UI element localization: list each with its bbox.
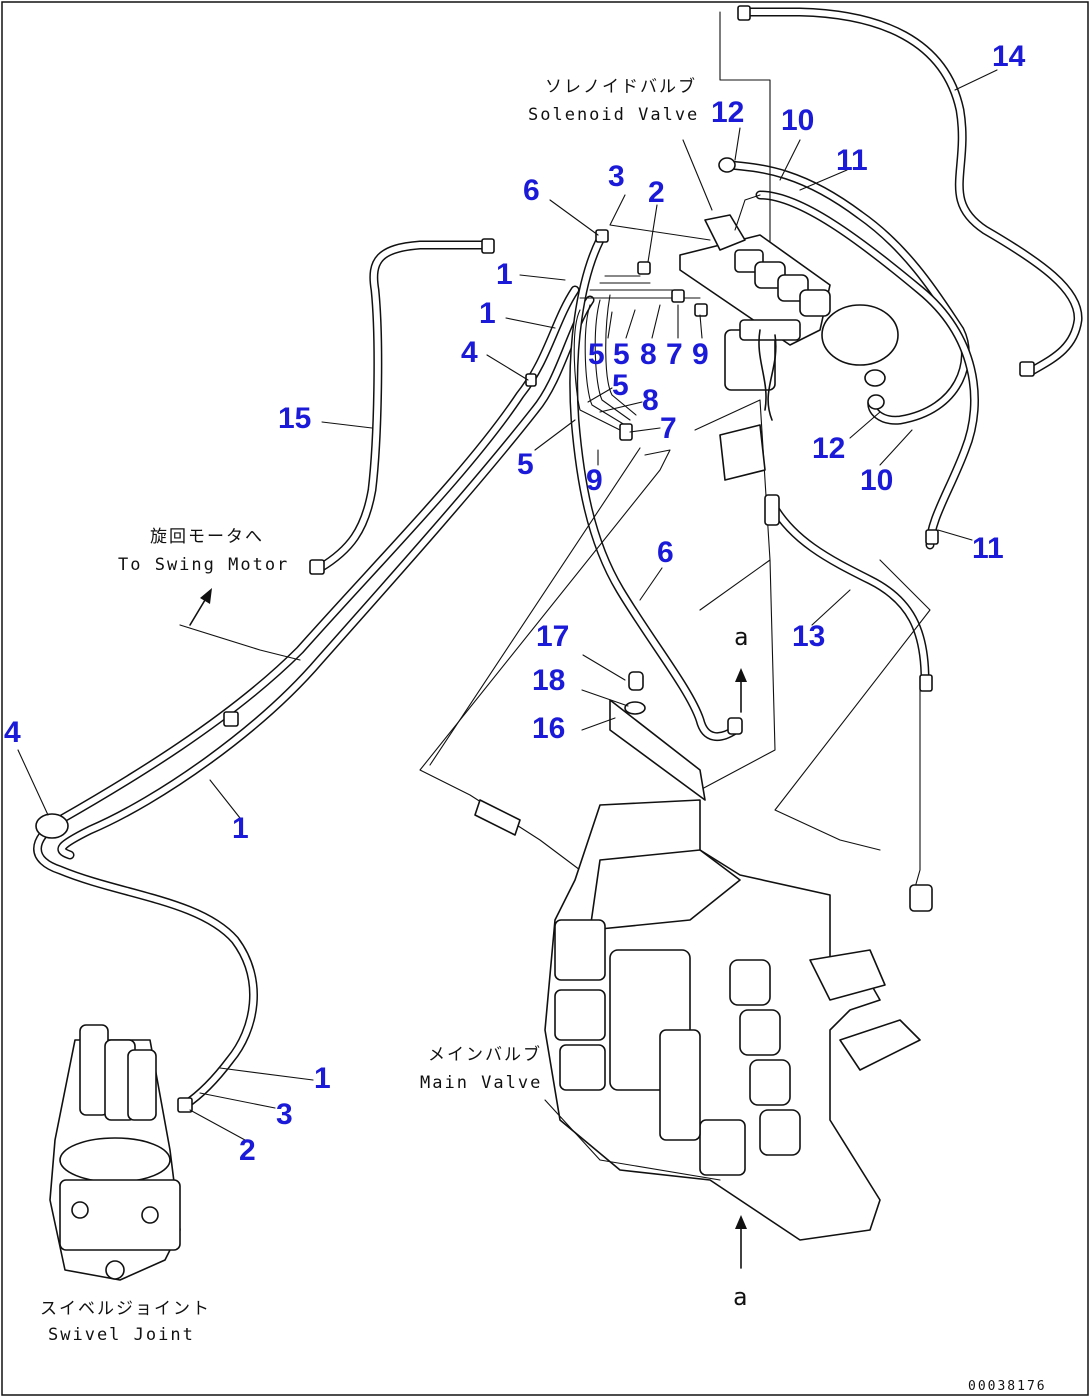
callout-1: 1 — [479, 297, 496, 330]
drawing-number: 00038176 — [968, 1379, 1047, 1394]
main-valve-label-jp: メインバルブ — [428, 1044, 542, 1065]
callout-9: 9 — [692, 338, 709, 371]
callout-4: 4 — [4, 716, 21, 749]
callout-6: 6 — [657, 536, 674, 569]
callout-14: 14 — [992, 40, 1026, 73]
callout-6: 6 — [523, 174, 540, 207]
callout-numbers: 14 12 10 11 6 3 2 1 1 4 5 5 8 7 9 5 8 7 … — [4, 40, 1026, 1167]
callout-1: 1 — [232, 812, 249, 845]
callout-11: 11 — [836, 144, 868, 177]
view-mark-a-top: a — [734, 623, 750, 651]
solenoid-valve-assembly — [679, 194, 899, 526]
callout-10: 10 — [860, 464, 893, 497]
callout-1: 1 — [496, 258, 513, 291]
callout-3: 3 — [276, 1098, 293, 1131]
route-line-main-valve — [419, 449, 671, 871]
callout-18: 18 — [532, 664, 565, 697]
callout-17: 17 — [536, 620, 569, 653]
callout-7: 7 — [660, 412, 677, 445]
callout-5: 5 — [613, 338, 630, 371]
callout-15: 15 — [278, 402, 311, 435]
hose-15 — [315, 240, 493, 573]
callout-1: 1 — [314, 1062, 331, 1095]
swing-motor-label-jp: 旋回モータへ — [150, 527, 264, 547]
callout-10: 10 — [781, 104, 814, 137]
pipe-group-5879 — [573, 309, 621, 431]
solenoid-valve-label-jp: ソレノイドバルブ — [545, 76, 697, 97]
main-valve-label-en: Main Valve — [420, 1073, 542, 1093]
callout-12: 12 — [812, 432, 845, 465]
view-mark-a-bottom: a — [733, 1283, 749, 1311]
swing-motor-label-en: To Swing Motor — [118, 555, 289, 575]
callout-2: 2 — [239, 1134, 256, 1167]
callout-13: 13 — [792, 620, 825, 653]
leader-lines — [17, 69, 998, 1141]
view-arrows — [189, 588, 747, 1269]
fittings — [35, 5, 1035, 1113]
callout-7: 7 — [666, 338, 683, 371]
hose-13 — [765, 495, 930, 685]
solenoid-valve-label-en: Solenoid Valve — [528, 105, 699, 125]
swivel-joint-label-jp: スイベルジョイント — [40, 1299, 211, 1319]
callout-12: 12 — [711, 96, 744, 129]
main-valve — [544, 699, 921, 1241]
callout-9: 9 — [586, 464, 603, 497]
swivel-joint — [49, 1024, 181, 1281]
text-labels: ソレノイドバルブ Solenoid Valve 旋回モータへ To Swing … — [40, 76, 1047, 1394]
callout-5: 5 — [612, 369, 629, 402]
callout-8: 8 — [642, 384, 659, 417]
callout-5: 5 — [517, 448, 534, 481]
callout-8: 8 — [640, 338, 657, 371]
callout-3: 3 — [608, 160, 625, 193]
callout-4: 4 — [461, 336, 478, 369]
callout-16: 16 — [532, 712, 565, 745]
swivel-joint-label-en: Swivel Joint — [48, 1325, 195, 1345]
callout-11: 11 — [972, 532, 1004, 565]
callout-5: 5 — [588, 338, 605, 371]
callout-2: 2 — [648, 176, 665, 209]
